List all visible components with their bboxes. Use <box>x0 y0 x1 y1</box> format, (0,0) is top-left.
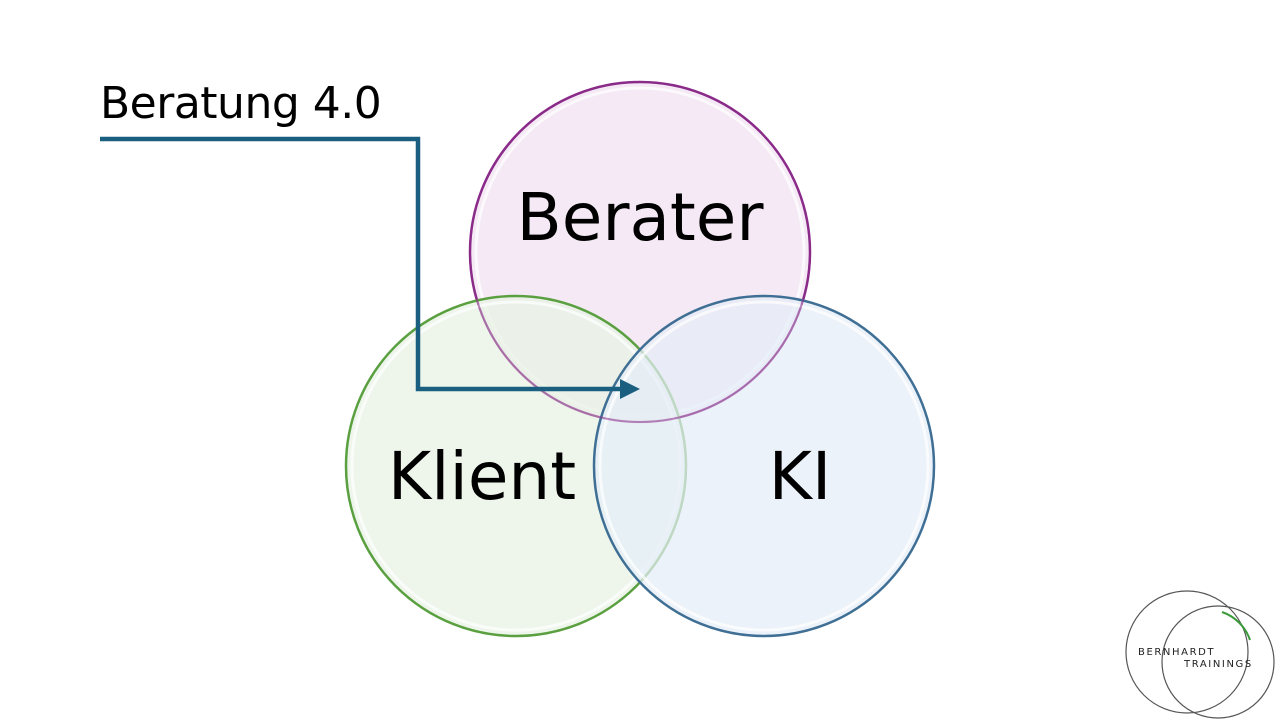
label-klient: Klient <box>388 438 576 515</box>
connector-arrow <box>100 136 640 399</box>
circle-ki <box>592 294 936 638</box>
bernhardt-trainings-logo: BERNHARDT TRAININGS <box>1125 590 1275 719</box>
label-berater: Berater <box>516 179 764 256</box>
logo-line1: BERNHARDT <box>1138 647 1215 658</box>
label-ki: KI <box>769 438 832 515</box>
logo-line2: TRAININGS <box>1183 659 1253 670</box>
slide-title: Beratung 4.0 <box>100 78 382 129</box>
